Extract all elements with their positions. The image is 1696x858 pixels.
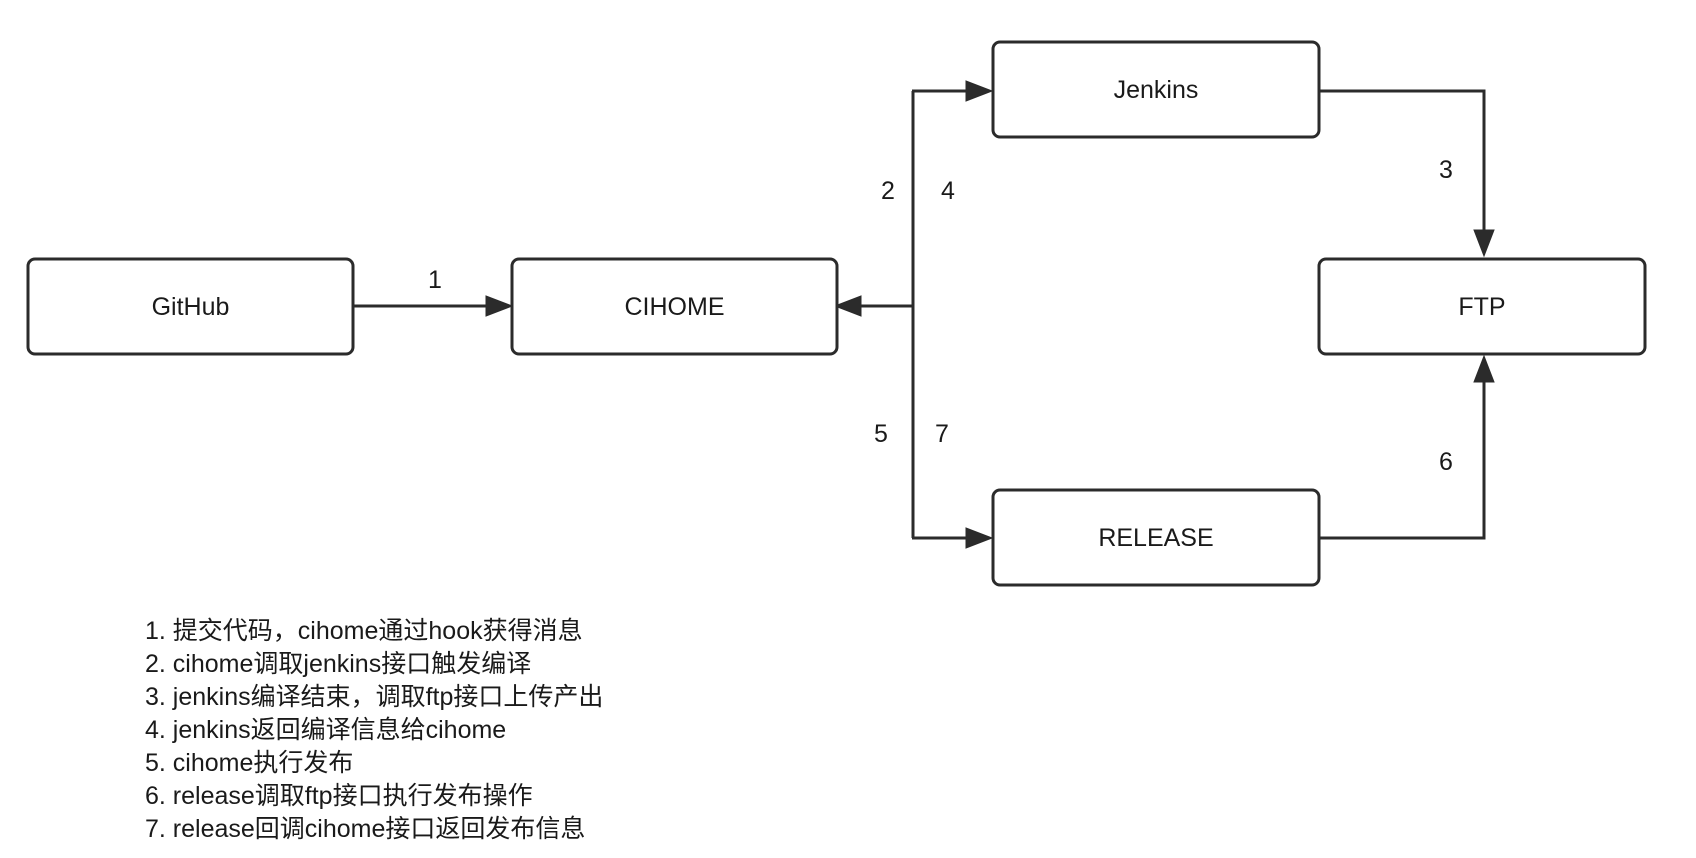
node-cihome-label: CIHOME xyxy=(625,293,725,321)
nodes: GitHub CIHOME Jenkins FTP RELEASE xyxy=(26,40,1647,587)
arrowhead-ftp-from-release xyxy=(1473,354,1495,383)
node-github-label: GitHub xyxy=(152,293,230,321)
legend-item: 7. release回调cihome接口返回发布信息 xyxy=(145,815,586,843)
edge-label-2: 2 xyxy=(881,177,895,205)
node-github: GitHub xyxy=(26,257,355,356)
legend-item: 1. 提交代码，cihome通过hook获得消息 xyxy=(145,617,583,645)
node-ftp-box xyxy=(1317,257,1647,356)
node-ftp: FTP xyxy=(1317,257,1647,356)
arrowhead-cihome-from-trunk xyxy=(833,295,862,317)
edge-label-4: 4 xyxy=(941,177,955,205)
edge-label-6: 6 xyxy=(1439,448,1453,476)
step-legend: 1. 提交代码，cihome通过hook获得消息 2. cihome调取jenk… xyxy=(145,615,603,846)
node-release-box xyxy=(991,488,1321,587)
edge-label-5: 5 xyxy=(874,420,888,448)
node-cihome: CIHOME xyxy=(510,257,839,356)
legend-item: 6. release调取ftp接口执行发布操作 xyxy=(145,782,533,810)
edge-label-3: 3 xyxy=(1439,156,1453,184)
edge-labels: 1 2 4 3 5 7 6 xyxy=(428,156,1453,476)
node-jenkins: Jenkins xyxy=(991,40,1321,139)
arrowhead-jenkins xyxy=(965,80,994,102)
arrowhead-release xyxy=(965,527,994,549)
legend-item: 2. cihome调取jenkins接口触发编译 xyxy=(145,650,532,678)
edge-jenkins-to-ftp xyxy=(1319,89,1486,234)
node-cihome-box xyxy=(510,257,839,356)
edges xyxy=(353,80,1495,549)
legend-item: 4. jenkins返回编译信息给cihome xyxy=(145,716,507,744)
node-release-label: RELEASE xyxy=(1098,524,1213,552)
arrowhead-ftp-from-jenkins xyxy=(1473,229,1495,258)
arrowhead-cihome-from-github xyxy=(485,295,514,317)
legend-item: 3. jenkins编译结束，调取ftp接口上传产出 xyxy=(145,683,604,711)
node-jenkins-box xyxy=(991,40,1321,139)
legend-item: 5. cihome执行发布 xyxy=(145,749,354,777)
node-release: RELEASE xyxy=(991,488,1321,587)
edge-label-1: 1 xyxy=(428,266,442,294)
node-github-box xyxy=(26,257,355,356)
node-jenkins-label: Jenkins xyxy=(1114,76,1199,104)
edge-release-to-ftp xyxy=(1319,378,1486,540)
node-ftp-label: FTP xyxy=(1458,293,1505,321)
edge-label-7: 7 xyxy=(935,420,949,448)
